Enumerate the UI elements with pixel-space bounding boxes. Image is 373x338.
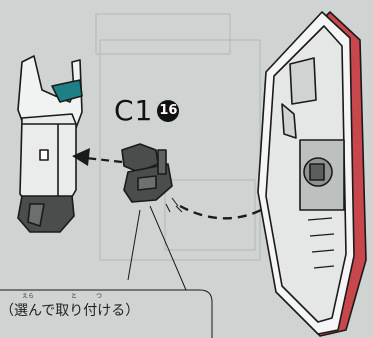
ruby-text: と [71, 293, 78, 300]
arrow-icon [72, 148, 123, 166]
joint-part-c1-illustration [121, 143, 183, 213]
shield-illustration [257, 11, 367, 337]
part-code: C1 [114, 94, 154, 127]
part-label: C1 16 [114, 94, 180, 127]
callout-leader [0, 205, 213, 338]
runner-number-badge: 16 [157, 99, 180, 122]
background-panels [95, 13, 261, 261]
ruby-text: えら [22, 293, 35, 300]
ruby-text: つ [96, 293, 103, 300]
figure-torso-illustration [17, 55, 83, 233]
callout-note: （選んで取り付ける） [0, 303, 140, 319]
